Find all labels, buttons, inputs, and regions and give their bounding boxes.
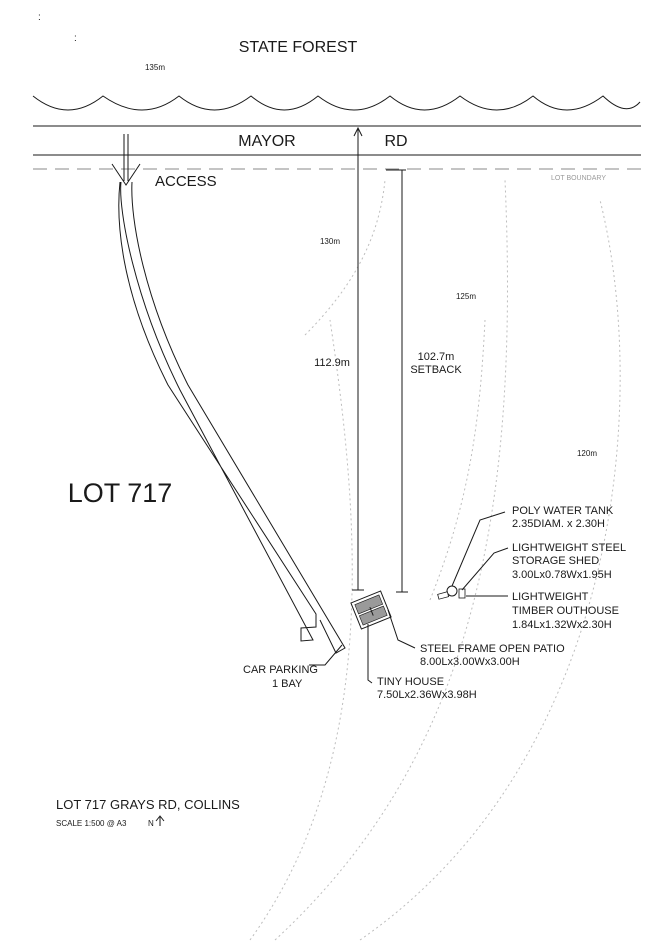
driveway-edge (131, 181, 346, 654)
contour-label-120: 120m (577, 449, 597, 458)
driveway (118, 181, 317, 642)
tiny-house-label: TINY HOUSE (377, 676, 444, 688)
shed-label-2: STORAGE SHED (512, 555, 599, 567)
state-forest-label: STATE FOREST (239, 39, 358, 56)
road-name-right: RD (384, 133, 407, 150)
corner-mark: : (38, 12, 41, 23)
dimension-112-label: 112.9m (314, 357, 350, 369)
car-parking-bays: 1 BAY (272, 678, 303, 690)
shed-label: LIGHTWEIGHT STEEL (512, 542, 626, 554)
lot-name: LOT 717 (68, 478, 173, 508)
contour-label-135: 135m (145, 63, 165, 72)
address-label: LOT 717 GRAYS RD, COLLINS (56, 797, 240, 812)
contour-line (274, 179, 508, 941)
parking-leader (309, 644, 343, 666)
contour-line (429, 319, 486, 601)
dimension-112 (352, 126, 364, 591)
contour-lines (249, 179, 621, 941)
forest-edge (32, 95, 641, 111)
water-tank (446, 585, 458, 597)
lot-boundary-label: LOT BOUNDARY (551, 175, 606, 182)
shed-dims: 3.00Lx0.78Wx1.95H (512, 569, 612, 581)
storage-shed (437, 591, 450, 600)
road-name-left: MAYOR (238, 133, 295, 150)
north-label: N (148, 819, 154, 828)
tank-label: POLY WATER TANK (512, 505, 614, 517)
outhouse-label: LIGHTWEIGHT (512, 591, 589, 603)
north-arrow-icon (155, 815, 165, 826)
contour-label-130: 130m (320, 237, 340, 246)
corner-mark: : (74, 33, 77, 44)
outhouse (458, 588, 466, 599)
patio-label: STEEL FRAME OPEN PATIO (420, 643, 565, 655)
tiny-house-leader (367, 624, 373, 684)
dimension-102 (386, 169, 408, 593)
outhouse-dims: 1.84Lx1.32Wx2.30H (512, 619, 612, 631)
shed-leader (461, 547, 509, 591)
contour-label-125: 125m (456, 292, 476, 301)
contour-line (304, 179, 386, 336)
tiny-house-dims: 7.50Lx2.36Wx3.98H (377, 689, 477, 701)
tank-leader (451, 511, 506, 587)
outhouse-label-2: TIMBER OUTHOUSE (512, 605, 619, 617)
setback-label: SETBACK (410, 364, 462, 376)
patio-dims: 8.00Lx3.00Wx3.00H (420, 656, 520, 668)
access-arrow (111, 134, 141, 186)
access-label: ACCESS (155, 173, 217, 190)
tank-dims: 2.35DIAM. x 2.30H (512, 518, 605, 530)
tiny-house (350, 590, 392, 630)
dimension-102-label: 102.7m (418, 351, 455, 363)
contour-line (359, 199, 621, 941)
car-parking-label: CAR PARKING (243, 664, 318, 676)
scale-label: SCALE 1:500 @ A3 (56, 819, 127, 828)
patio-leader (387, 609, 416, 649)
